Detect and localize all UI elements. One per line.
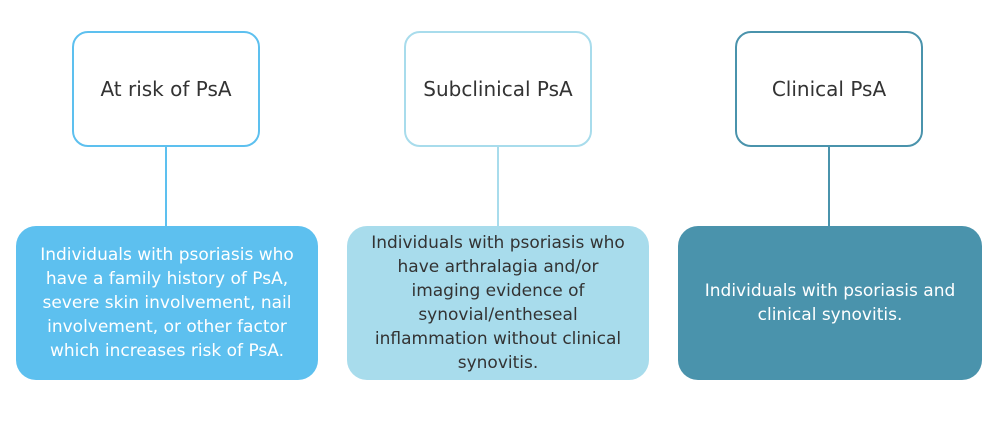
clinical-title: Clinical PsA [771, 77, 887, 101]
subclinical-title-box: Subclinical PsA [404, 31, 592, 147]
subclinical-description: Individuals with psoriasis who have arth… [371, 233, 625, 373]
subclinical-description-box: Individuals with psoriasis who have arth… [347, 226, 649, 380]
clinical-connector [828, 147, 830, 226]
at-risk-title-box: At risk of PsA [72, 31, 260, 147]
at-risk-title: At risk of PsA [100, 77, 232, 101]
clinical-description: Individuals with psoriasis and clinical … [704, 281, 956, 325]
subclinical-connector [497, 147, 499, 226]
clinical-description-box: Individuals with psoriasis and clinical … [678, 226, 982, 380]
at-risk-connector [165, 147, 167, 226]
at-risk-description: Individuals with psoriasis who have a fa… [40, 245, 294, 361]
clinical-title-box: Clinical PsA [735, 31, 923, 147]
subclinical-title: Subclinical PsA [423, 77, 573, 101]
at-risk-description-box: Individuals with psoriasis who have a fa… [16, 226, 318, 380]
